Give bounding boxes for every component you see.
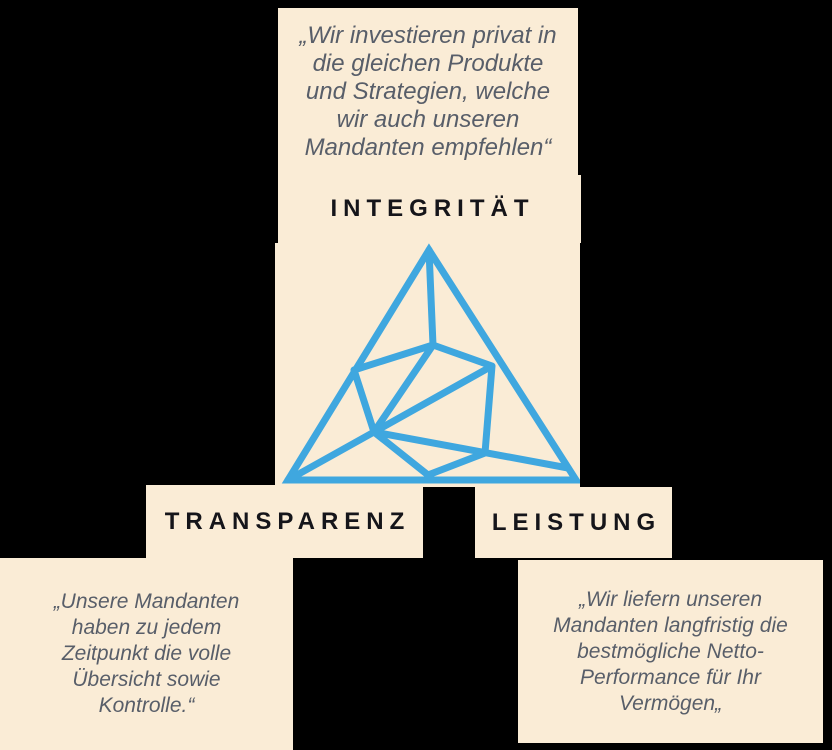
- quote-line: Übersicht sowie: [72, 668, 221, 691]
- quote-line: wir auch unseren: [336, 105, 520, 133]
- performance-label-box: LEISTUNG: [475, 487, 672, 558]
- quote-line: „Wir liefern unseren: [578, 587, 763, 611]
- triangle-logo-icon: [281, 243, 580, 484]
- quote-line: die gleichen Produkte: [312, 49, 544, 77]
- quote-line: Zeitpunkt die volle: [61, 642, 232, 665]
- integrity-label: INTEGRITÄT: [330, 195, 535, 222]
- transparency-quote-box: „Unsere Mandanten haben zu jedem Zeitpun…: [0, 558, 293, 750]
- transparency-label-box: TRANSPARENZ: [146, 485, 423, 558]
- integrity-quote-box: „Wir investieren privat in die gleichen …: [278, 8, 578, 175]
- quote-line: Performance für Ihr: [580, 665, 761, 689]
- quote-line: haben zu jedem: [71, 616, 222, 639]
- performance-label: LEISTUNG: [491, 508, 662, 536]
- triangle-facets: [284, 246, 572, 484]
- quote-line: Mandanten langfristig die: [553, 613, 788, 637]
- integrity-quote: „Wir investieren privat in die gleichen …: [299, 22, 556, 162]
- logo-box: [275, 243, 580, 487]
- quote-line: Kontrolle.“: [98, 694, 195, 717]
- transparency-quote: „Unsere Mandanten haben zu jedem Zeitpun…: [54, 589, 240, 719]
- performance-quote: „Wir liefern unseren Mandanten langfrist…: [553, 587, 788, 717]
- quote-line: Mandanten empfehlen“: [304, 133, 552, 161]
- transparency-label: TRANSPARENZ: [164, 507, 411, 535]
- quote-line: „Unsere Mandanten: [53, 590, 240, 613]
- integrity-label-box: INTEGRITÄT: [278, 175, 581, 243]
- quote-line: „Wir investieren privat in: [299, 21, 557, 49]
- performance-quote-box: „Wir liefern unseren Mandanten langfrist…: [518, 560, 823, 743]
- quote-line: und Strategien, welche: [305, 77, 551, 105]
- quote-line: Vermögen„: [618, 691, 723, 715]
- quote-line: bestmögliche Netto-: [577, 639, 764, 663]
